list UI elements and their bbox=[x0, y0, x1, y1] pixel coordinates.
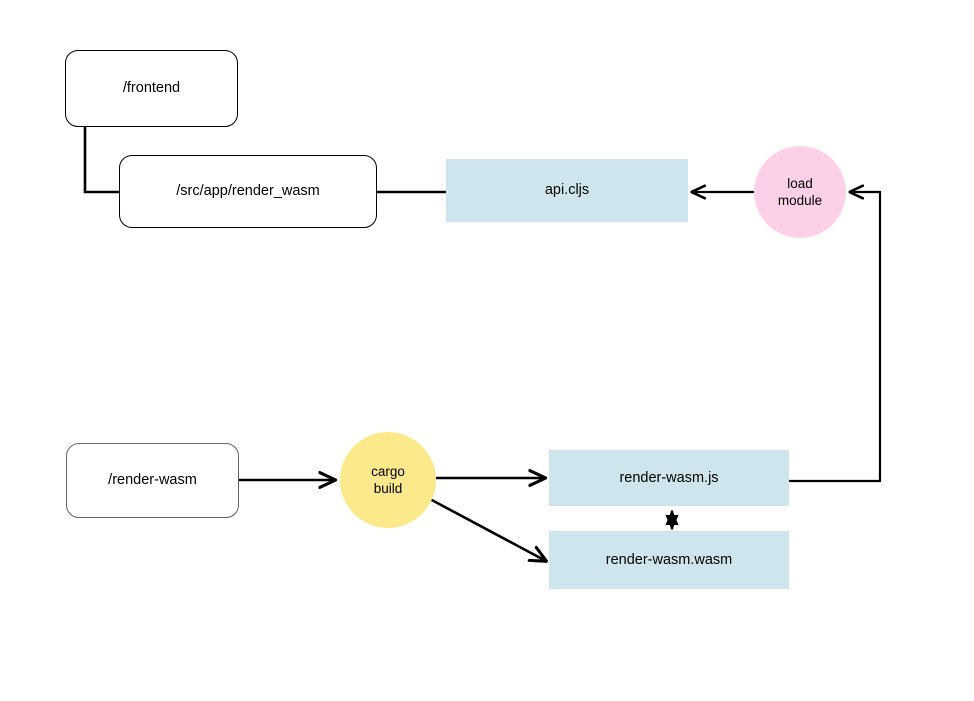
node-src-app-render-wasm[interactable]: /src/app/render_wasm bbox=[119, 155, 377, 228]
edge-frontend-to-src bbox=[83, 125, 121, 194]
node-render-wasm-dir[interactable]: /render-wasm bbox=[66, 443, 239, 518]
node-render-wasm-wasm-label: render-wasm.wasm bbox=[605, 551, 733, 568]
node-cargo-build-label: cargo build bbox=[371, 463, 405, 496]
node-load-module-label: load module bbox=[777, 175, 823, 208]
edge-cargo-to-wasm bbox=[427, 496, 546, 561]
node-api-cljs[interactable]: api.cljs bbox=[446, 159, 688, 222]
node-src-app-render-wasm-label: /src/app/render_wasm bbox=[176, 183, 320, 200]
node-load-module[interactable]: load module bbox=[754, 146, 846, 238]
node-cargo-build[interactable]: cargo build bbox=[340, 432, 436, 528]
node-api-cljs-label: api.cljs bbox=[544, 182, 590, 199]
node-render-wasm-wasm[interactable]: render-wasm.wasm bbox=[549, 531, 789, 589]
node-frontend[interactable]: /frontend bbox=[65, 50, 238, 127]
node-frontend-label: /frontend bbox=[122, 80, 181, 97]
node-render-wasm-js-label: render-wasm.js bbox=[619, 469, 719, 486]
node-render-wasm-dir-label: /render-wasm bbox=[108, 472, 197, 489]
node-render-wasm-js[interactable]: render-wasm.js bbox=[549, 450, 789, 506]
